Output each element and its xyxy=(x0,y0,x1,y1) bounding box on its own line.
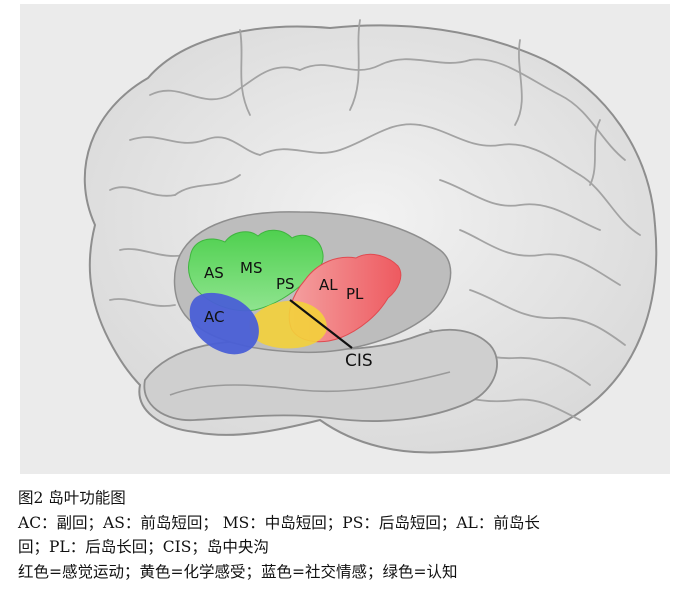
caption-line-3: 红色=感觉运动；黄色=化学感受；蓝色=社交情感；绿色=认知 xyxy=(18,562,458,581)
cis-pointer-line xyxy=(289,299,353,349)
label-ms: MS xyxy=(240,259,262,277)
label-cis: CIS xyxy=(345,351,373,371)
insula-diagram: AS MS PS AL PL AC CIS xyxy=(20,4,670,474)
temporal-sulcus xyxy=(169,371,451,396)
label-as: AS xyxy=(204,264,224,282)
label-ac: AC xyxy=(204,308,224,326)
label-pl: PL xyxy=(346,285,364,303)
caption-line-2: 回；PL：后岛长回；CIS；岛中央沟 xyxy=(18,538,269,556)
brain-gyri xyxy=(109,19,641,421)
figure-caption: 图2 岛叶功能图 AC：副回；AS：前岛短回； MS：中岛短回；PS：后岛短回；… xyxy=(18,486,673,584)
region-blue-socioemotional xyxy=(189,292,259,355)
label-al: AL xyxy=(319,276,338,294)
label-ps: PS xyxy=(276,275,295,293)
caption-title: 图2 岛叶功能图 xyxy=(18,489,126,507)
caption-line-1: AC：副回；AS：前岛短回； MS：中岛短回；PS：后岛短回；AL：前岛长 xyxy=(18,513,540,532)
